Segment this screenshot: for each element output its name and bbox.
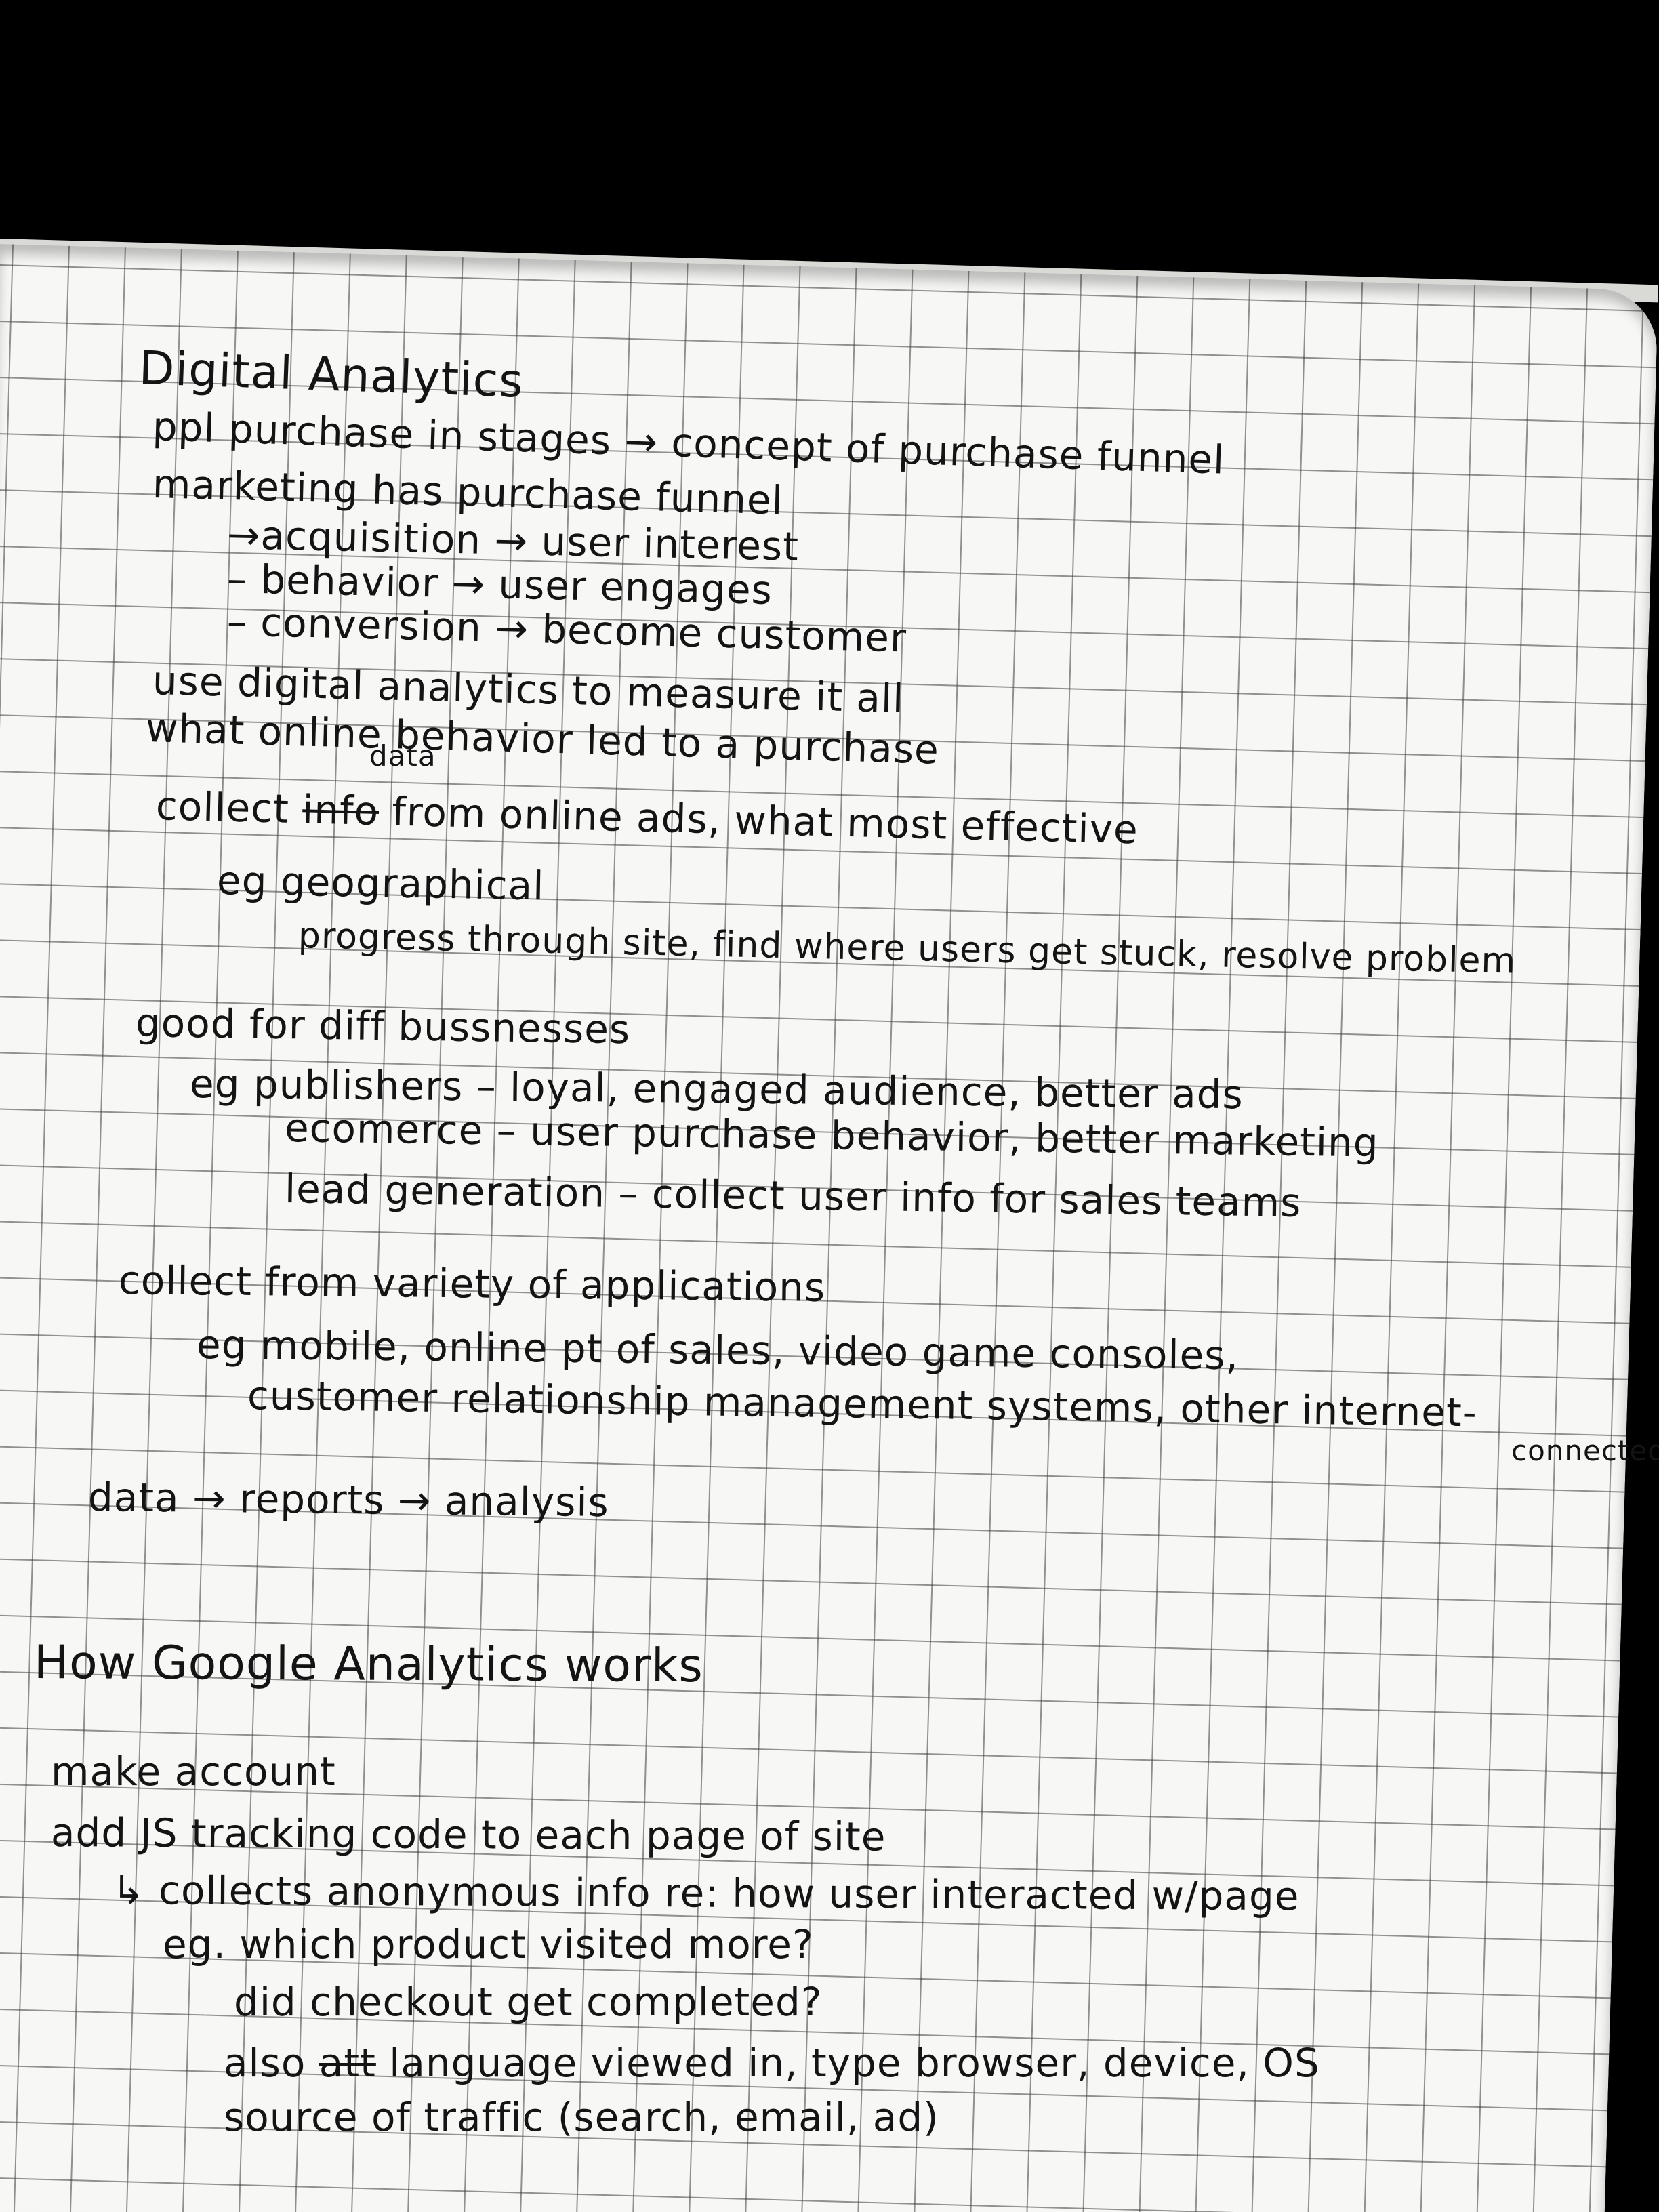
- note-line: collect from variety of applications: [118, 1257, 826, 1311]
- note-line: source of traffic (search, email, ad): [224, 2094, 939, 2140]
- section-title-google-analytics: How Google Analytics works: [33, 1636, 703, 1694]
- note-text: from online ads, what most effective: [391, 788, 1139, 853]
- note-line: data → reports → analysis: [87, 1474, 610, 1526]
- note-line: – conversion → become customer: [226, 598, 907, 661]
- inserted-word: data: [369, 739, 436, 773]
- note-line: eg. which product visited more?: [163, 1921, 814, 1967]
- note-line: progress through site, find where users …: [298, 916, 1517, 982]
- section-title-digital-analytics: Digital Analytics: [138, 342, 525, 409]
- note-line: did checkout get completed?: [234, 1979, 823, 2025]
- note-word: also: [224, 2040, 306, 2086]
- note-line: ↳ collects anonymous info re: how user i…: [111, 1867, 1300, 1920]
- struck-word: info: [302, 786, 380, 835]
- note-line: add JS tracking code to each page of sit…: [50, 1809, 886, 1860]
- note-line: eg geographical: [216, 857, 545, 909]
- note-word: collect: [155, 783, 290, 832]
- note-line: good for diff bussnesses: [135, 1000, 631, 1053]
- note-line: collect info from online ads, what most …: [155, 783, 1139, 853]
- note-line: also att language viewed in, type browse…: [224, 2043, 1320, 2083]
- note-line: lead generation – collect user info for …: [284, 1166, 1302, 1226]
- note-line: customer relationship management systems…: [247, 1372, 1478, 1436]
- note-line: connected: [1511, 1434, 1659, 1467]
- note-line: make account: [51, 1748, 336, 1795]
- struck-word: att: [319, 2040, 376, 2086]
- note-line: eg mobile, online pt of sales, video gam…: [196, 1322, 1240, 1379]
- note-text: language viewed in, type browser, device…: [389, 2040, 1320, 2086]
